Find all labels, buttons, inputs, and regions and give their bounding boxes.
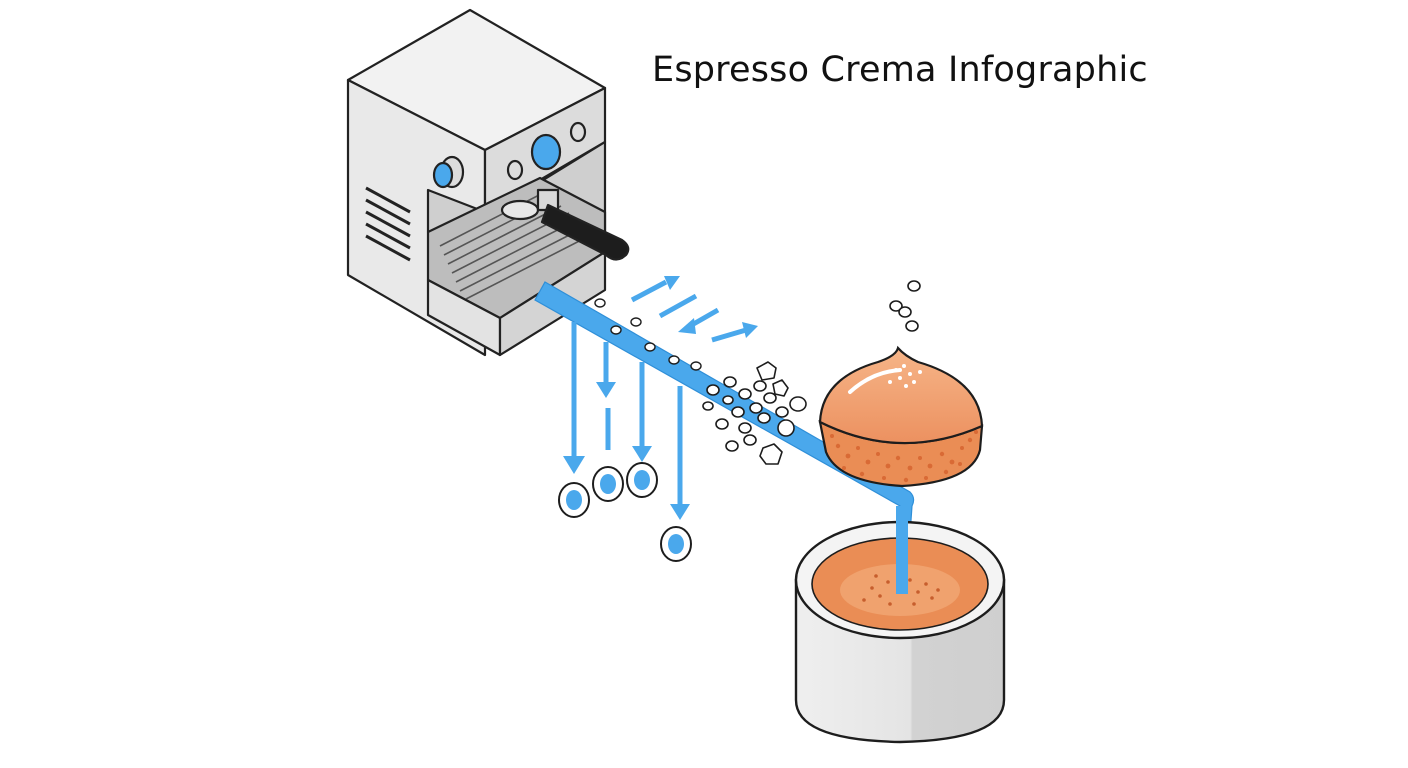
- grain-particles: [702, 361, 807, 465]
- bubble-icon: [660, 526, 692, 562]
- group-head: [500, 199, 540, 221]
- diagonal-arrows: [630, 276, 758, 343]
- dial-icon: [569, 121, 587, 143]
- ring-bubbles: [558, 462, 692, 562]
- stream-arrows: [614, 285, 659, 308]
- dial-icon: [506, 159, 524, 181]
- portafilter-handle: [540, 203, 630, 261]
- crema-dome-icon: [818, 345, 984, 488]
- vent-slots: [365, 186, 411, 262]
- bubble-icon: [558, 482, 590, 518]
- left-knob-icon: [432, 155, 465, 189]
- dial-main-icon: [530, 133, 562, 171]
- pour-stream: [896, 506, 908, 594]
- arrow-icon: [630, 276, 680, 303]
- foam-pores: [830, 430, 978, 483]
- page-title: Espresso Crema Infographic: [652, 50, 1148, 90]
- stream-bubbles: [594, 298, 702, 371]
- espresso-machine-icon: [346, 8, 630, 357]
- dome-dots: [888, 364, 922, 388]
- crema-speckles: [862, 574, 940, 606]
- arrow-icon: [596, 342, 616, 398]
- bubble-icon: [592, 466, 624, 502]
- arrow-icon: [678, 307, 720, 334]
- arrow-icon: [632, 362, 652, 462]
- arrow-icon: [711, 322, 758, 343]
- arrow-icon: [563, 322, 585, 474]
- arrow-icon: [670, 386, 690, 520]
- crema-dome: [818, 345, 984, 445]
- rising-bubbles: [889, 280, 921, 332]
- bubble-icon: [626, 462, 658, 498]
- arrow-icon: [658, 293, 698, 319]
- down-arrows: [563, 322, 690, 520]
